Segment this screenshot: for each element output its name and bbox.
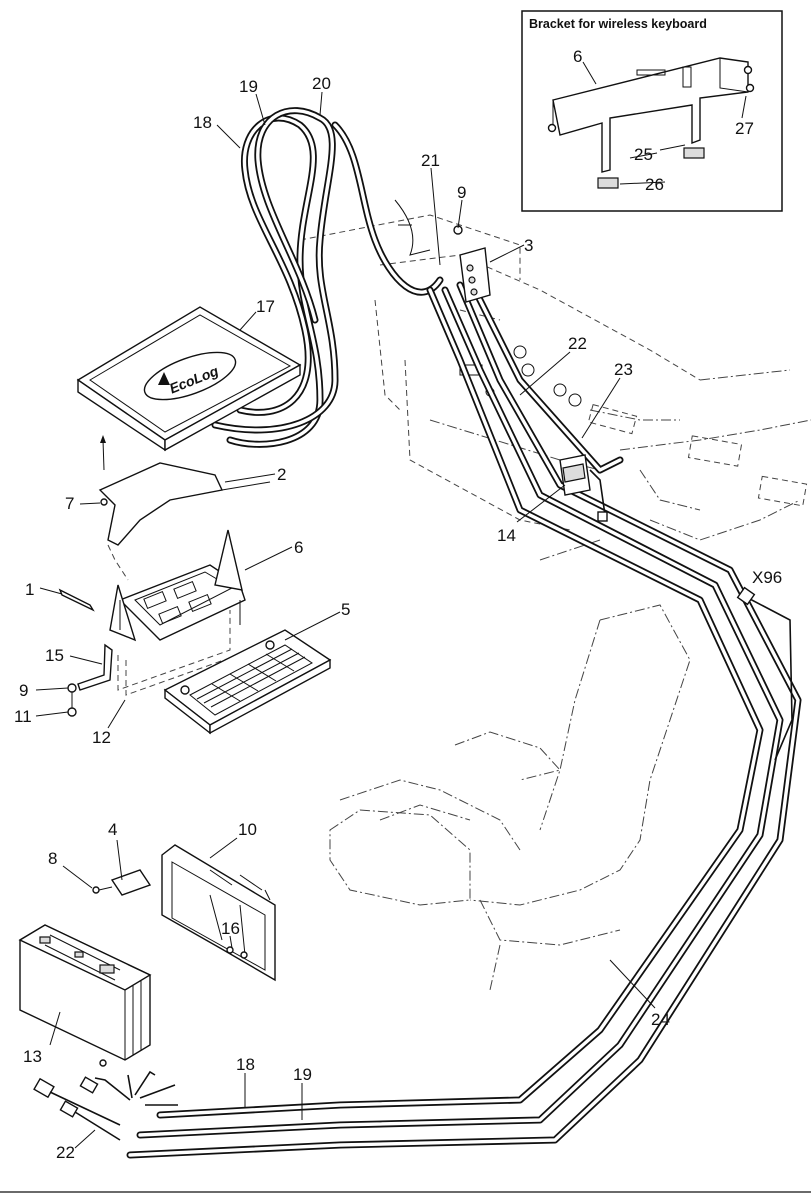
callout-19-top: 19: [239, 77, 258, 96]
callout-4: 4: [108, 820, 117, 839]
callout-20: 20: [312, 74, 331, 93]
callout-11: 11: [14, 707, 32, 726]
cable-loop-18-19-20: [211, 107, 444, 448]
harness-end-connectors: [33, 1059, 178, 1141]
callout-12: 12: [92, 728, 111, 747]
x96-connector-lead: [736, 586, 793, 761]
inset-panel: Bracket for wireless keyboard: [521, 10, 783, 212]
callout-25: 25: [634, 145, 653, 164]
callout-18-top: 18: [193, 113, 212, 132]
callout-19-bottom: 19: [293, 1065, 312, 1084]
callout-18-bottom: 18: [236, 1055, 255, 1074]
callout-9-mid: 9: [19, 681, 28, 700]
callout-13: 13: [23, 1047, 42, 1066]
callout-6-inset: 6: [573, 47, 582, 66]
callout-15: 15: [45, 646, 64, 665]
callout-16: 16: [221, 919, 240, 938]
callout-1: 1: [25, 580, 34, 599]
callout-17: 17: [256, 297, 275, 316]
connector-block-3: [453, 225, 491, 303]
callout-6-main: 6: [294, 538, 303, 557]
bracket-4: [92, 869, 152, 896]
callout-27: 27: [735, 119, 754, 138]
inset-title: Bracket for wireless keyboard: [529, 17, 707, 31]
callout-22-bottom: 22: [56, 1143, 75, 1162]
callout-10: 10: [238, 820, 257, 839]
callout-3: 3: [524, 236, 533, 255]
callout-7: 7: [65, 494, 74, 513]
cab-console-outline: [299, 199, 811, 561]
relay-14: [559, 454, 608, 522]
callout-23: 23: [614, 360, 633, 379]
callout-5: 5: [341, 600, 350, 619]
callout-2: 2: [277, 465, 286, 484]
wireless-keyboard-bracket: [547, 57, 755, 189]
mounting-plate-2: [98, 462, 271, 581]
keyboard-5: [163, 629, 332, 735]
callout-24: 24: [651, 1010, 670, 1029]
callout-8: 8: [48, 849, 57, 868]
callout-22-mid: 22: [568, 334, 587, 353]
callout-9-top: 9: [457, 183, 466, 202]
main-harness-24: [126, 276, 802, 1159]
mounting-frame-10: [161, 844, 276, 982]
callout-26: 26: [645, 175, 664, 194]
callout-21: 21: [421, 151, 440, 170]
callout-x96: X96: [752, 568, 782, 587]
operator-seat-outline: [329, 604, 691, 991]
callout-14: 14: [497, 526, 516, 545]
control-unit-13: [18, 924, 152, 1061]
callout-leader-lines: [35, 91, 656, 1149]
display-monitor-17: EcoLog: [76, 306, 302, 471]
callout-labels: 6 27 25 26 19 20 18 21 9 3 17 22 23 2 7 …: [14, 47, 782, 1162]
holder-15: [67, 643, 113, 717]
